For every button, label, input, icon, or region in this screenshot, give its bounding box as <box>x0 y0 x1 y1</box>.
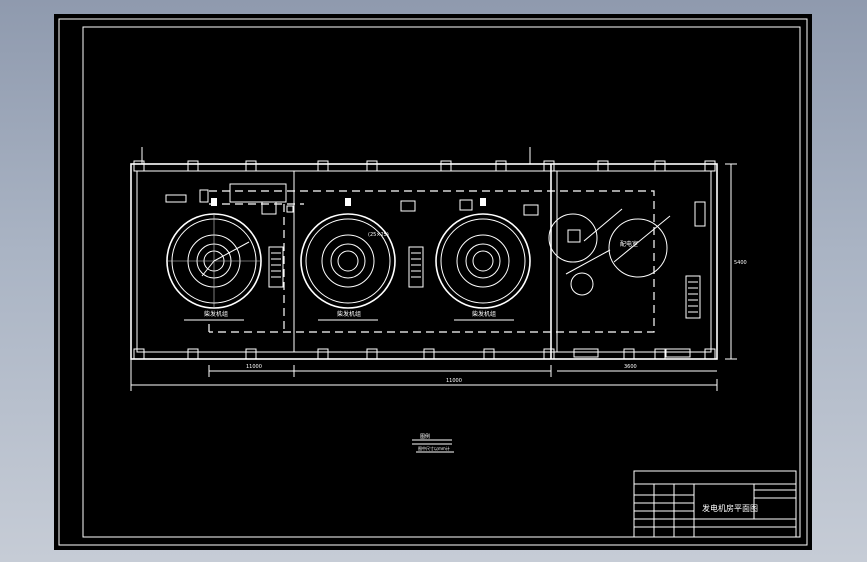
control-room-equipment: 配电室 <box>548 201 706 358</box>
right-segment-label: 3600 <box>624 364 637 370</box>
drawing-title: 发电机房平面图 <box>702 503 758 513</box>
legend-note: 图中尺寸以mm计 <box>418 445 450 451</box>
left-segment-label: 11000 <box>246 364 262 370</box>
floor-plan-drawing: 柴发机组 柴发机组 柴发机组 (25×25) <box>58 18 808 546</box>
unit3-label: 柴发机组 <box>472 310 496 318</box>
wall-columns <box>133 160 716 360</box>
overall-length-label: 11000 <box>446 378 462 384</box>
inner-frame <box>82 26 801 538</box>
generator-unit-2: 柴发机组 <box>300 198 424 321</box>
cable-spec-label: (25×25) <box>368 232 389 238</box>
cable-trench <box>208 190 655 333</box>
cad-viewport: 柴发机组 柴发机组 柴发机组 (25×25) <box>54 14 812 550</box>
legend: 图例 图中尺寸以mm计 <box>412 433 454 453</box>
unit2-label: 柴发机组 <box>337 310 361 318</box>
height-label: 5400 <box>734 260 747 266</box>
legend-title: 图例 <box>420 433 430 440</box>
outer-frame <box>58 18 808 546</box>
title-block: 发电机房平面图 <box>633 470 797 538</box>
generator-unit-3: 柴发机组 <box>435 198 531 321</box>
room-outline <box>130 163 718 360</box>
control-room-label: 配电室 <box>620 240 638 248</box>
small-equipment <box>165 183 539 216</box>
dimension-lines <box>130 147 737 391</box>
generator-unit-1: 柴发机组 <box>166 198 284 321</box>
unit1-label: 柴发机组 <box>204 310 228 318</box>
